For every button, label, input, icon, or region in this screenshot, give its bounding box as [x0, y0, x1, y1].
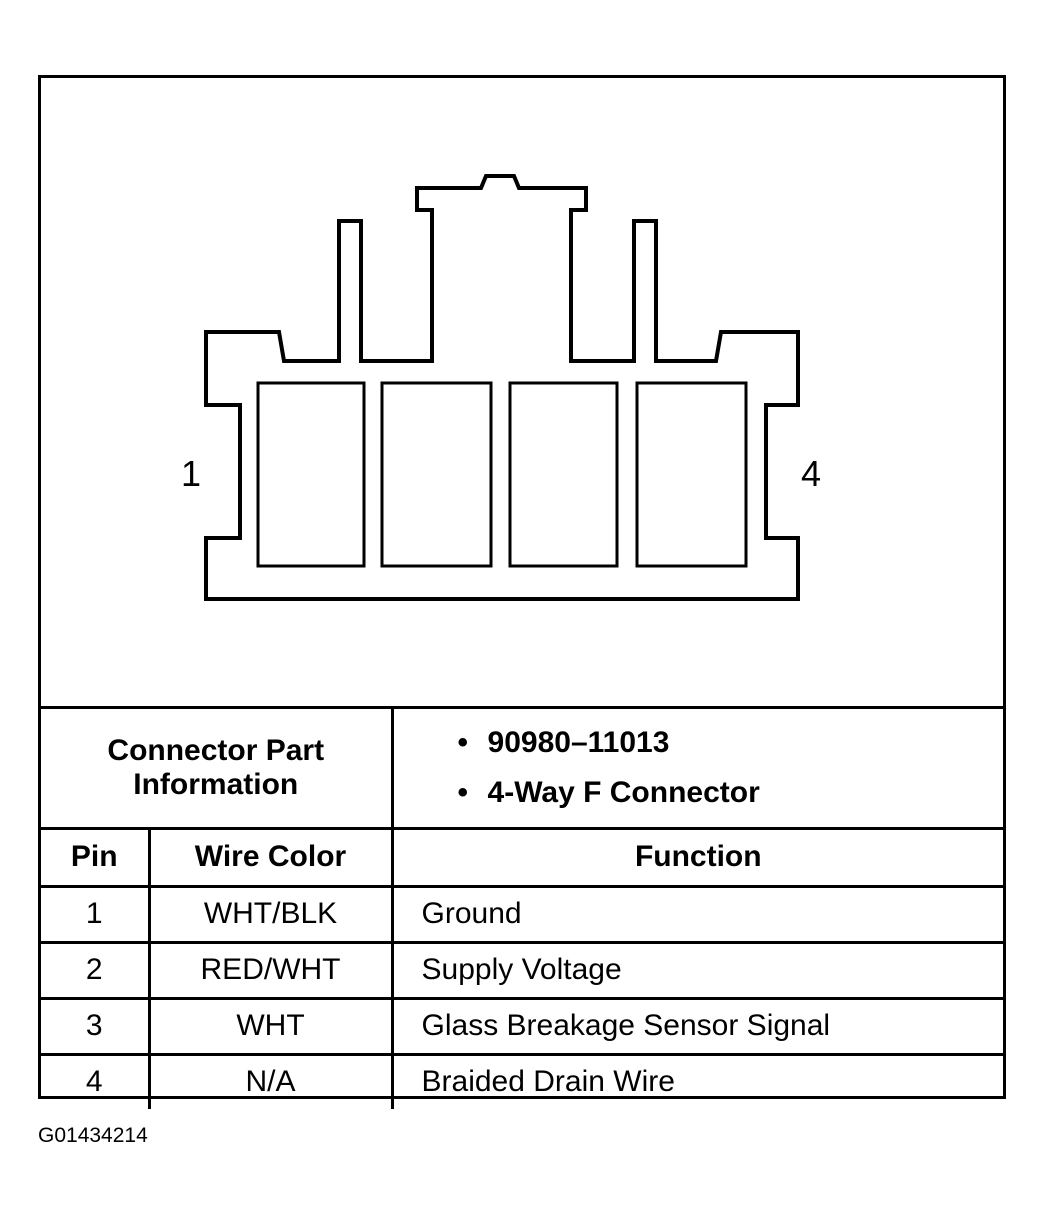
connector-face-drawing	[204, 174, 800, 601]
table-header-row: Pin Wire Color Function	[41, 827, 1003, 887]
table-row: 3 WHT Glass Breakage Sensor Signal	[41, 997, 1003, 1055]
table-row: 2 RED/WHT Supply Voltage	[41, 941, 1003, 999]
part-info-row: Connector Part Information 90980–11013 4…	[41, 706, 1003, 829]
pin-cavity-4	[635, 381, 748, 568]
row-wire-color: WHT	[149, 997, 394, 1055]
row-wire-color: WHT/BLK	[149, 885, 394, 943]
pin-cavity-3	[508, 381, 619, 568]
pin-1-label: 1	[181, 453, 202, 494]
diagram-frame: 1 4 Connector Part Information 90980–110…	[38, 75, 1006, 1109]
row-function: Braided Drain Wire	[392, 1053, 1003, 1109]
header-function: Function	[392, 827, 1003, 887]
row-pin: 3	[41, 997, 151, 1055]
row-pin: 1	[41, 885, 151, 943]
table-row: 4 N/A Braided Drain Wire	[41, 1053, 1003, 1109]
row-wire-color: RED/WHT	[149, 941, 394, 999]
header-pin: Pin	[41, 827, 151, 887]
part-info-list: 90980–11013 4-Way F Connector	[392, 706, 1003, 829]
row-function: Supply Voltage	[392, 941, 1003, 999]
connector-type: 4-Way F Connector	[458, 768, 1003, 818]
pin-cavity-2	[380, 381, 493, 568]
part-number: 90980–11013	[458, 718, 1003, 768]
row-wire-color: N/A	[149, 1053, 394, 1109]
connector-body-outline	[204, 174, 800, 601]
connector-info-table: Connector Part Information 90980–11013 4…	[41, 706, 1003, 1109]
connector-diagram: 1 4	[41, 78, 1003, 706]
table-row: 1 WHT/BLK Ground	[41, 885, 1003, 943]
part-info-label: Connector Part Information	[41, 706, 394, 829]
row-function: Ground	[392, 885, 1003, 943]
header-wire-color: Wire Color	[149, 827, 394, 887]
row-pin: 2	[41, 941, 151, 999]
pin-cavity-1	[256, 381, 366, 568]
row-pin: 4	[41, 1053, 151, 1109]
figure-id: G01434214	[38, 1124, 148, 1147]
row-function: Glass Breakage Sensor Signal	[392, 997, 1003, 1055]
pin-4-label: 4	[801, 453, 822, 494]
